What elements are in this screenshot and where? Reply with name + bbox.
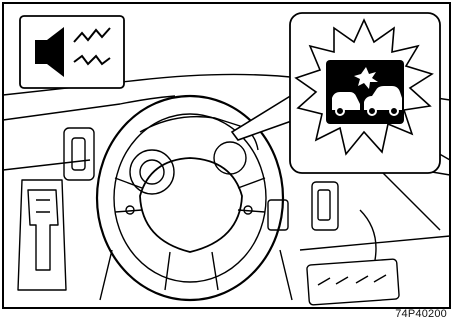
collision-callout [290,13,440,173]
sound-callout [20,16,124,88]
figure-code: 74P40200 [395,308,447,320]
collision-warning-icon [326,60,404,124]
